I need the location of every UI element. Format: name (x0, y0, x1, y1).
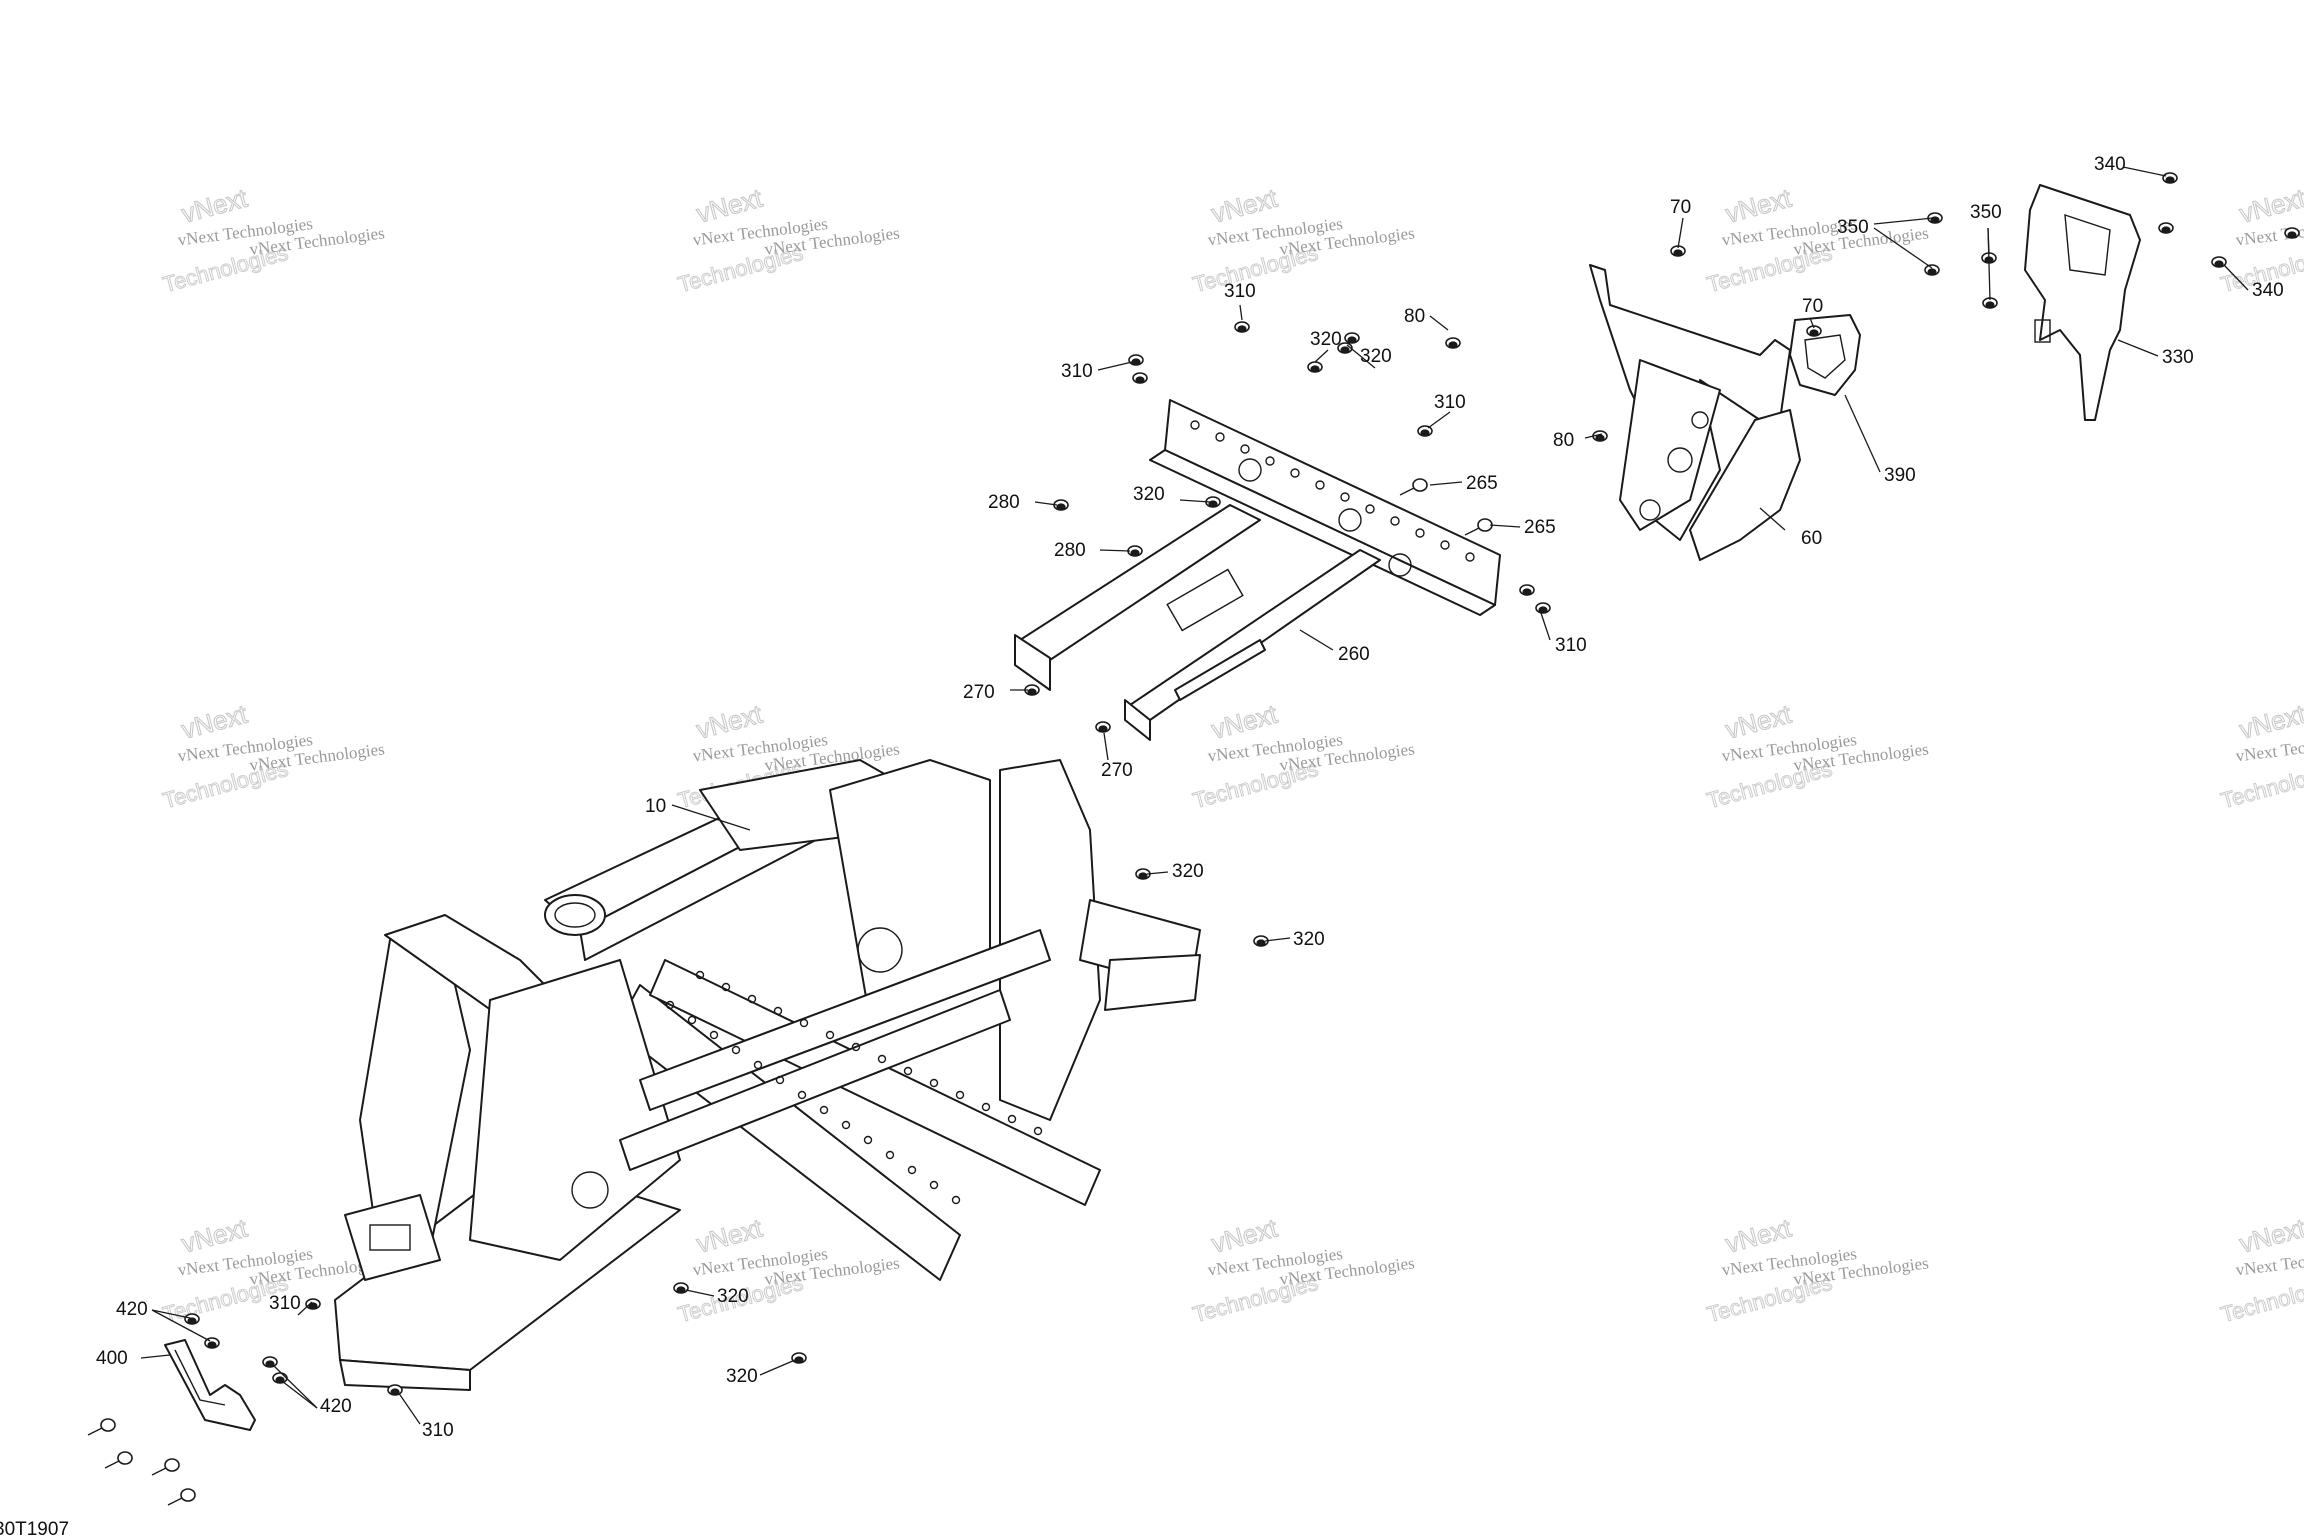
callout-310: 310 (1061, 361, 1093, 382)
callout-310: 310 (1224, 281, 1256, 302)
callout-420: 420 (116, 1299, 148, 1320)
svg-text:vNext: vNext (693, 1212, 766, 1258)
callout-350: 350 (1970, 202, 2002, 223)
callout-310: 310 (269, 1293, 301, 1314)
front-bracket-60 (1589, 264, 1801, 561)
svg-text:Technologies: Technologies (2218, 1270, 2304, 1327)
drawing-code: 30T1907 (0, 1519, 69, 1536)
rear-subframe (571, 399, 1501, 1209)
callout-350: 350 (1837, 217, 1869, 238)
plate-390 (1789, 314, 1861, 396)
callout-320: 320 (1172, 861, 1204, 882)
callout-320: 320 (1310, 329, 1342, 350)
callout-320: 320 (1360, 346, 1392, 367)
svg-text:vNext: vNext (178, 1212, 251, 1258)
callout-420: 420 (320, 1396, 352, 1417)
callout-310: 310 (422, 1420, 454, 1441)
callout-70: 70 (1802, 296, 1823, 317)
callout-310: 310 (1555, 635, 1587, 656)
svg-text:vNext: vNext (1722, 698, 1795, 744)
svg-text:vNext: vNext (2236, 1212, 2304, 1258)
callout-60: 60 (1801, 528, 1822, 549)
svg-text:vNext: vNext (2236, 182, 2304, 228)
bracket-330 (2024, 184, 2141, 421)
callout-400: 400 (96, 1348, 128, 1369)
svg-text:vNext: vNext (1208, 1212, 1281, 1258)
svg-text:vNext: vNext (693, 698, 766, 744)
callout-320: 320 (1293, 929, 1325, 950)
callout-280: 280 (1054, 540, 1086, 561)
svg-text:Technologies: Technologies (2218, 756, 2304, 813)
callout-320: 320 (726, 1366, 758, 1387)
callout-260: 260 (1338, 644, 1370, 665)
svg-text:vNext: vNext (1722, 1212, 1795, 1258)
hardware-fasteners (87, 172, 2300, 1506)
callout-340: 340 (2252, 280, 2284, 301)
svg-text:vNext: vNext (1208, 182, 1281, 228)
callout-80: 80 (1404, 306, 1425, 327)
callout-390: 390 (1884, 465, 1916, 486)
callout-80: 80 (1553, 430, 1574, 451)
callout-280: 280 (988, 492, 1020, 513)
svg-text:vNext: vNext (178, 182, 251, 228)
callout-270: 270 (963, 682, 995, 703)
callout-70: 70 (1670, 197, 1691, 218)
callout-265: 265 (1524, 517, 1556, 538)
callout-labels: 10 60 70 70 80 80 260 265 265 270 270 28… (96, 154, 2284, 1441)
callout-310: 310 (1434, 392, 1466, 413)
plate-400 (164, 1339, 256, 1431)
callout-265: 265 (1466, 473, 1498, 494)
callout-320: 320 (717, 1286, 749, 1307)
leader-lines (140, 166, 2249, 1425)
callout-270: 270 (1101, 760, 1133, 781)
svg-text:vNext: vNext (1208, 698, 1281, 744)
svg-text:vNext: vNext (693, 182, 766, 228)
svg-text:vNext: vNext (178, 698, 251, 744)
callout-330: 330 (2162, 347, 2194, 368)
svg-text:vNext: vNext (1722, 182, 1795, 228)
callout-320: 320 (1133, 484, 1165, 505)
svg-text:vNext: vNext (2236, 698, 2304, 744)
main-frame-assembly (334, 759, 1201, 1391)
callout-10: 10 (645, 796, 666, 817)
callout-340: 340 (2094, 154, 2126, 175)
